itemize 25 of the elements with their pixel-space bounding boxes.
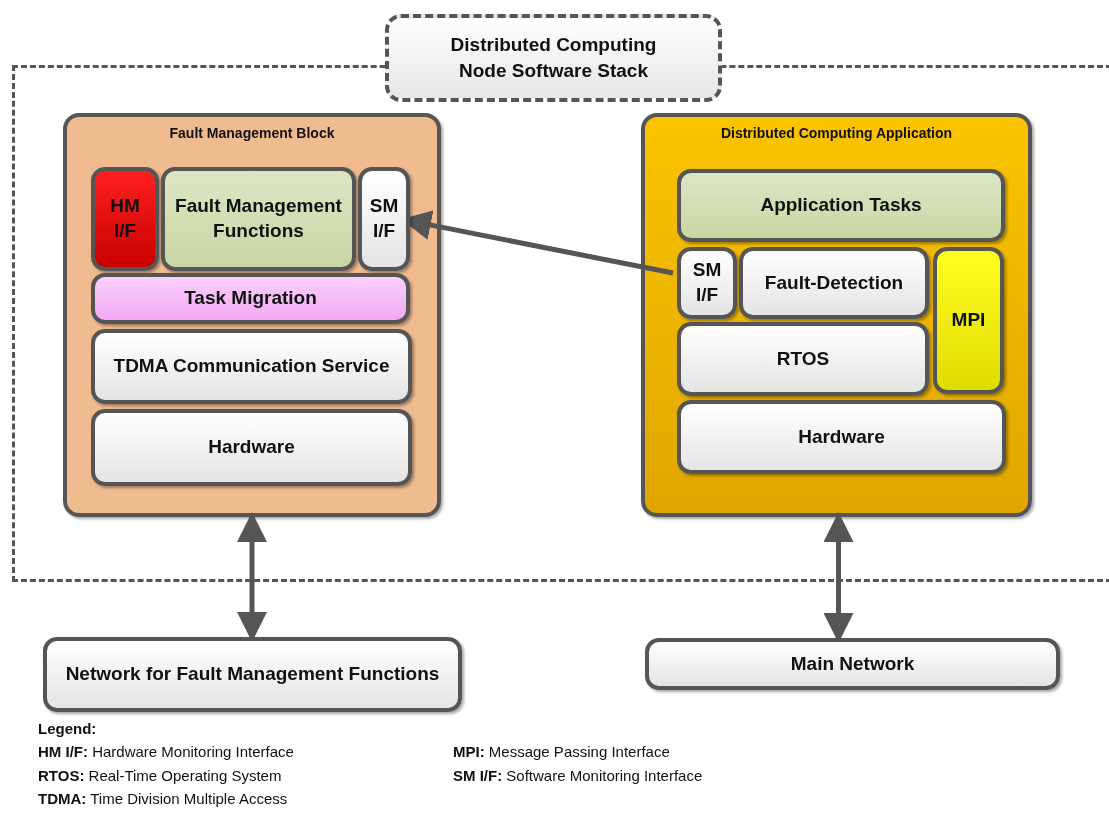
legend-entry: SM I/F: Software Monitoring Interface [453,767,703,784]
function-box: Fault Management Functions [161,167,356,271]
block-panel [641,113,1032,517]
stack-title: Distributed Computing Node Software Stack [385,14,722,102]
block-title: Distributed Computing Application [720,125,953,141]
block-panel [63,113,441,517]
legend-entry: HM I/F: Hardware Monitoring Interface [38,743,294,760]
layer-box: TDMA Communication Service [91,329,412,404]
legend-entry: RTOS: Real-Time Operating System [38,767,282,784]
interface-box: SM I/F [677,247,737,319]
layer-box: Hardware [91,409,412,486]
network-box: Main Network [645,638,1060,690]
layer-box: Application Tasks [677,169,1005,242]
legend-heading: Legend: [38,720,97,737]
layer-box: Fault-Detection [739,247,929,319]
layer-box: Task Migration [91,273,410,324]
network-box: Network for Fault Management Functions [43,637,462,712]
interface-box: HM I/F [91,167,159,271]
legend-entry: MPI: Message Passing Interface [453,743,670,760]
layer-box: MPI [933,247,1004,394]
interface-box: SM I/F [358,167,410,271]
block-title: Fault Management Block [169,125,335,141]
legend-entry: TDMA: Time Division Multiple Access [38,790,288,807]
layer-box: RTOS [677,322,929,396]
layer-box: Hardware [677,400,1006,474]
